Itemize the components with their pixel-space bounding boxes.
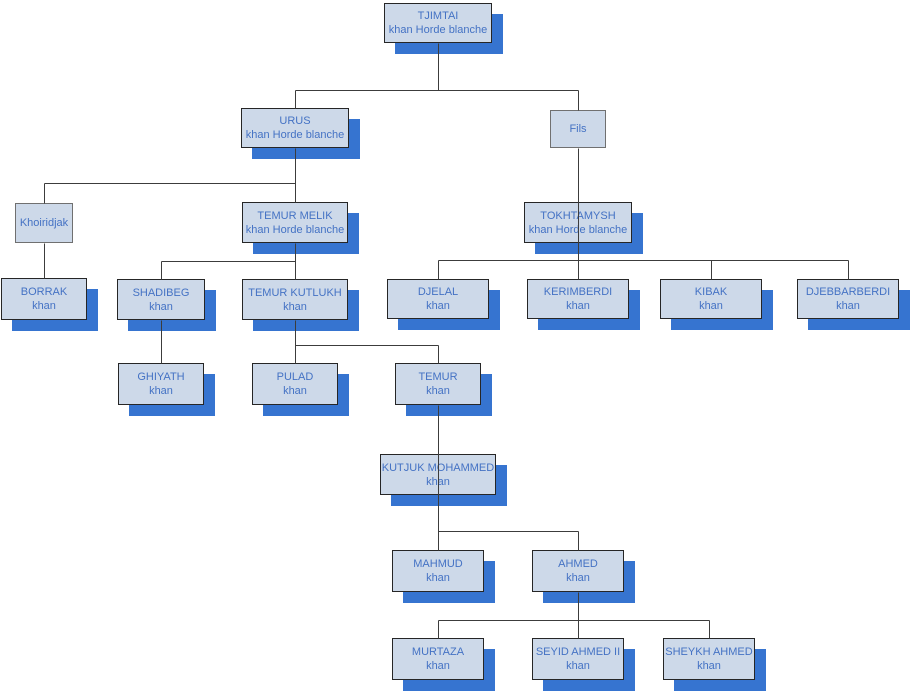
node-sublabel: khan bbox=[426, 572, 450, 584]
node-label: TEMUR KUTLUKH bbox=[248, 286, 342, 299]
org-node-djebbarberdi: DJEBBARBERDI khan bbox=[797, 279, 899, 319]
node-label: AHMED bbox=[558, 558, 598, 570]
org-node-sheykh_ahmed: SHEYKH AHMED khan bbox=[663, 638, 755, 680]
org-node-mahmud: MAHMUD khan bbox=[392, 550, 484, 592]
node-label: KIBAK bbox=[694, 286, 728, 298]
node-sublabel: khan bbox=[699, 300, 723, 312]
node-label: GHIYATH bbox=[137, 371, 185, 383]
org-node-ghiyath: GHIYATH khan bbox=[118, 363, 204, 405]
node-label: TJIMTAI bbox=[417, 10, 459, 22]
org-node-seyid_ahmed_ii: SEYID AHMED II khan bbox=[532, 638, 624, 680]
org-node-kibak: KIBAK khan bbox=[660, 279, 762, 319]
node-label: PULAD bbox=[276, 371, 314, 383]
org-node-kerimberdi: KERIMBERDI khan bbox=[527, 279, 629, 319]
org-node-khoiridjak: Khoiridjak bbox=[15, 203, 73, 243]
node-sublabel: khan bbox=[566, 660, 590, 672]
org-node-pulad: PULAD khan bbox=[252, 363, 338, 405]
org-node-temur: TEMUR khan bbox=[395, 363, 481, 405]
node-sublabel: khan bbox=[426, 475, 450, 488]
node-sublabel: khan bbox=[836, 300, 860, 312]
node-label: MAHMUD bbox=[413, 558, 463, 570]
node-label: Khoiridjak bbox=[19, 217, 69, 229]
node-sublabel: khan bbox=[283, 300, 307, 313]
node-sublabel: khan bbox=[566, 300, 590, 312]
node-label: TEMUR bbox=[418, 371, 458, 383]
node-label: SEYID AHMED II bbox=[535, 646, 621, 658]
org-node-borrak: BORRAK khan bbox=[1, 278, 87, 320]
node-label: URUS bbox=[279, 115, 311, 127]
node-label: DJELAL bbox=[417, 286, 459, 298]
node-label: Fils bbox=[569, 123, 587, 135]
node-sublabel: khan bbox=[426, 385, 450, 397]
node-label: SHADIBEG bbox=[132, 286, 190, 299]
node-sublabel: khan bbox=[697, 660, 721, 672]
org-node-fils: Fils bbox=[550, 110, 606, 148]
node-sublabel: khan bbox=[283, 385, 307, 397]
org-node-murtaza: MURTAZA khan bbox=[392, 638, 484, 680]
node-sublabel: khan bbox=[149, 300, 173, 313]
node-sublabel: khan bbox=[426, 660, 450, 672]
node-label: TOKHTAMYSH bbox=[540, 209, 616, 222]
node-sublabel: khan bbox=[32, 300, 56, 312]
org-node-ahmed: AHMED khan bbox=[532, 550, 624, 592]
node-label: MURTAZA bbox=[411, 646, 465, 658]
node-sublabel: khan bbox=[426, 300, 450, 312]
org-node-djelal: DJELAL khan bbox=[387, 279, 489, 319]
node-label: KERIMBERDI bbox=[543, 286, 613, 298]
node-sublabel: khan bbox=[566, 572, 590, 584]
node-sublabel: khan Horde blanche bbox=[528, 223, 628, 236]
node-label: SHEYKH AHMED bbox=[665, 646, 753, 658]
node-label: DJEBBARBERDI bbox=[805, 286, 891, 298]
org-node-urus: URUS khan Horde blanche bbox=[241, 108, 349, 148]
node-sublabel: khan Horde blanche bbox=[245, 129, 345, 141]
node-sublabel: khan Horde blanche bbox=[245, 223, 345, 236]
node-label: TEMUR MELIK bbox=[257, 209, 333, 222]
node-label: KUTJUK MOHAMMED bbox=[381, 461, 495, 474]
org-node-tjimtai: TJIMTAI khan Horde blanche bbox=[384, 3, 492, 43]
node-sublabel: khan Horde blanche bbox=[388, 24, 488, 36]
node-label: BORRAK bbox=[20, 286, 68, 298]
node-sublabel: khan bbox=[149, 385, 173, 397]
